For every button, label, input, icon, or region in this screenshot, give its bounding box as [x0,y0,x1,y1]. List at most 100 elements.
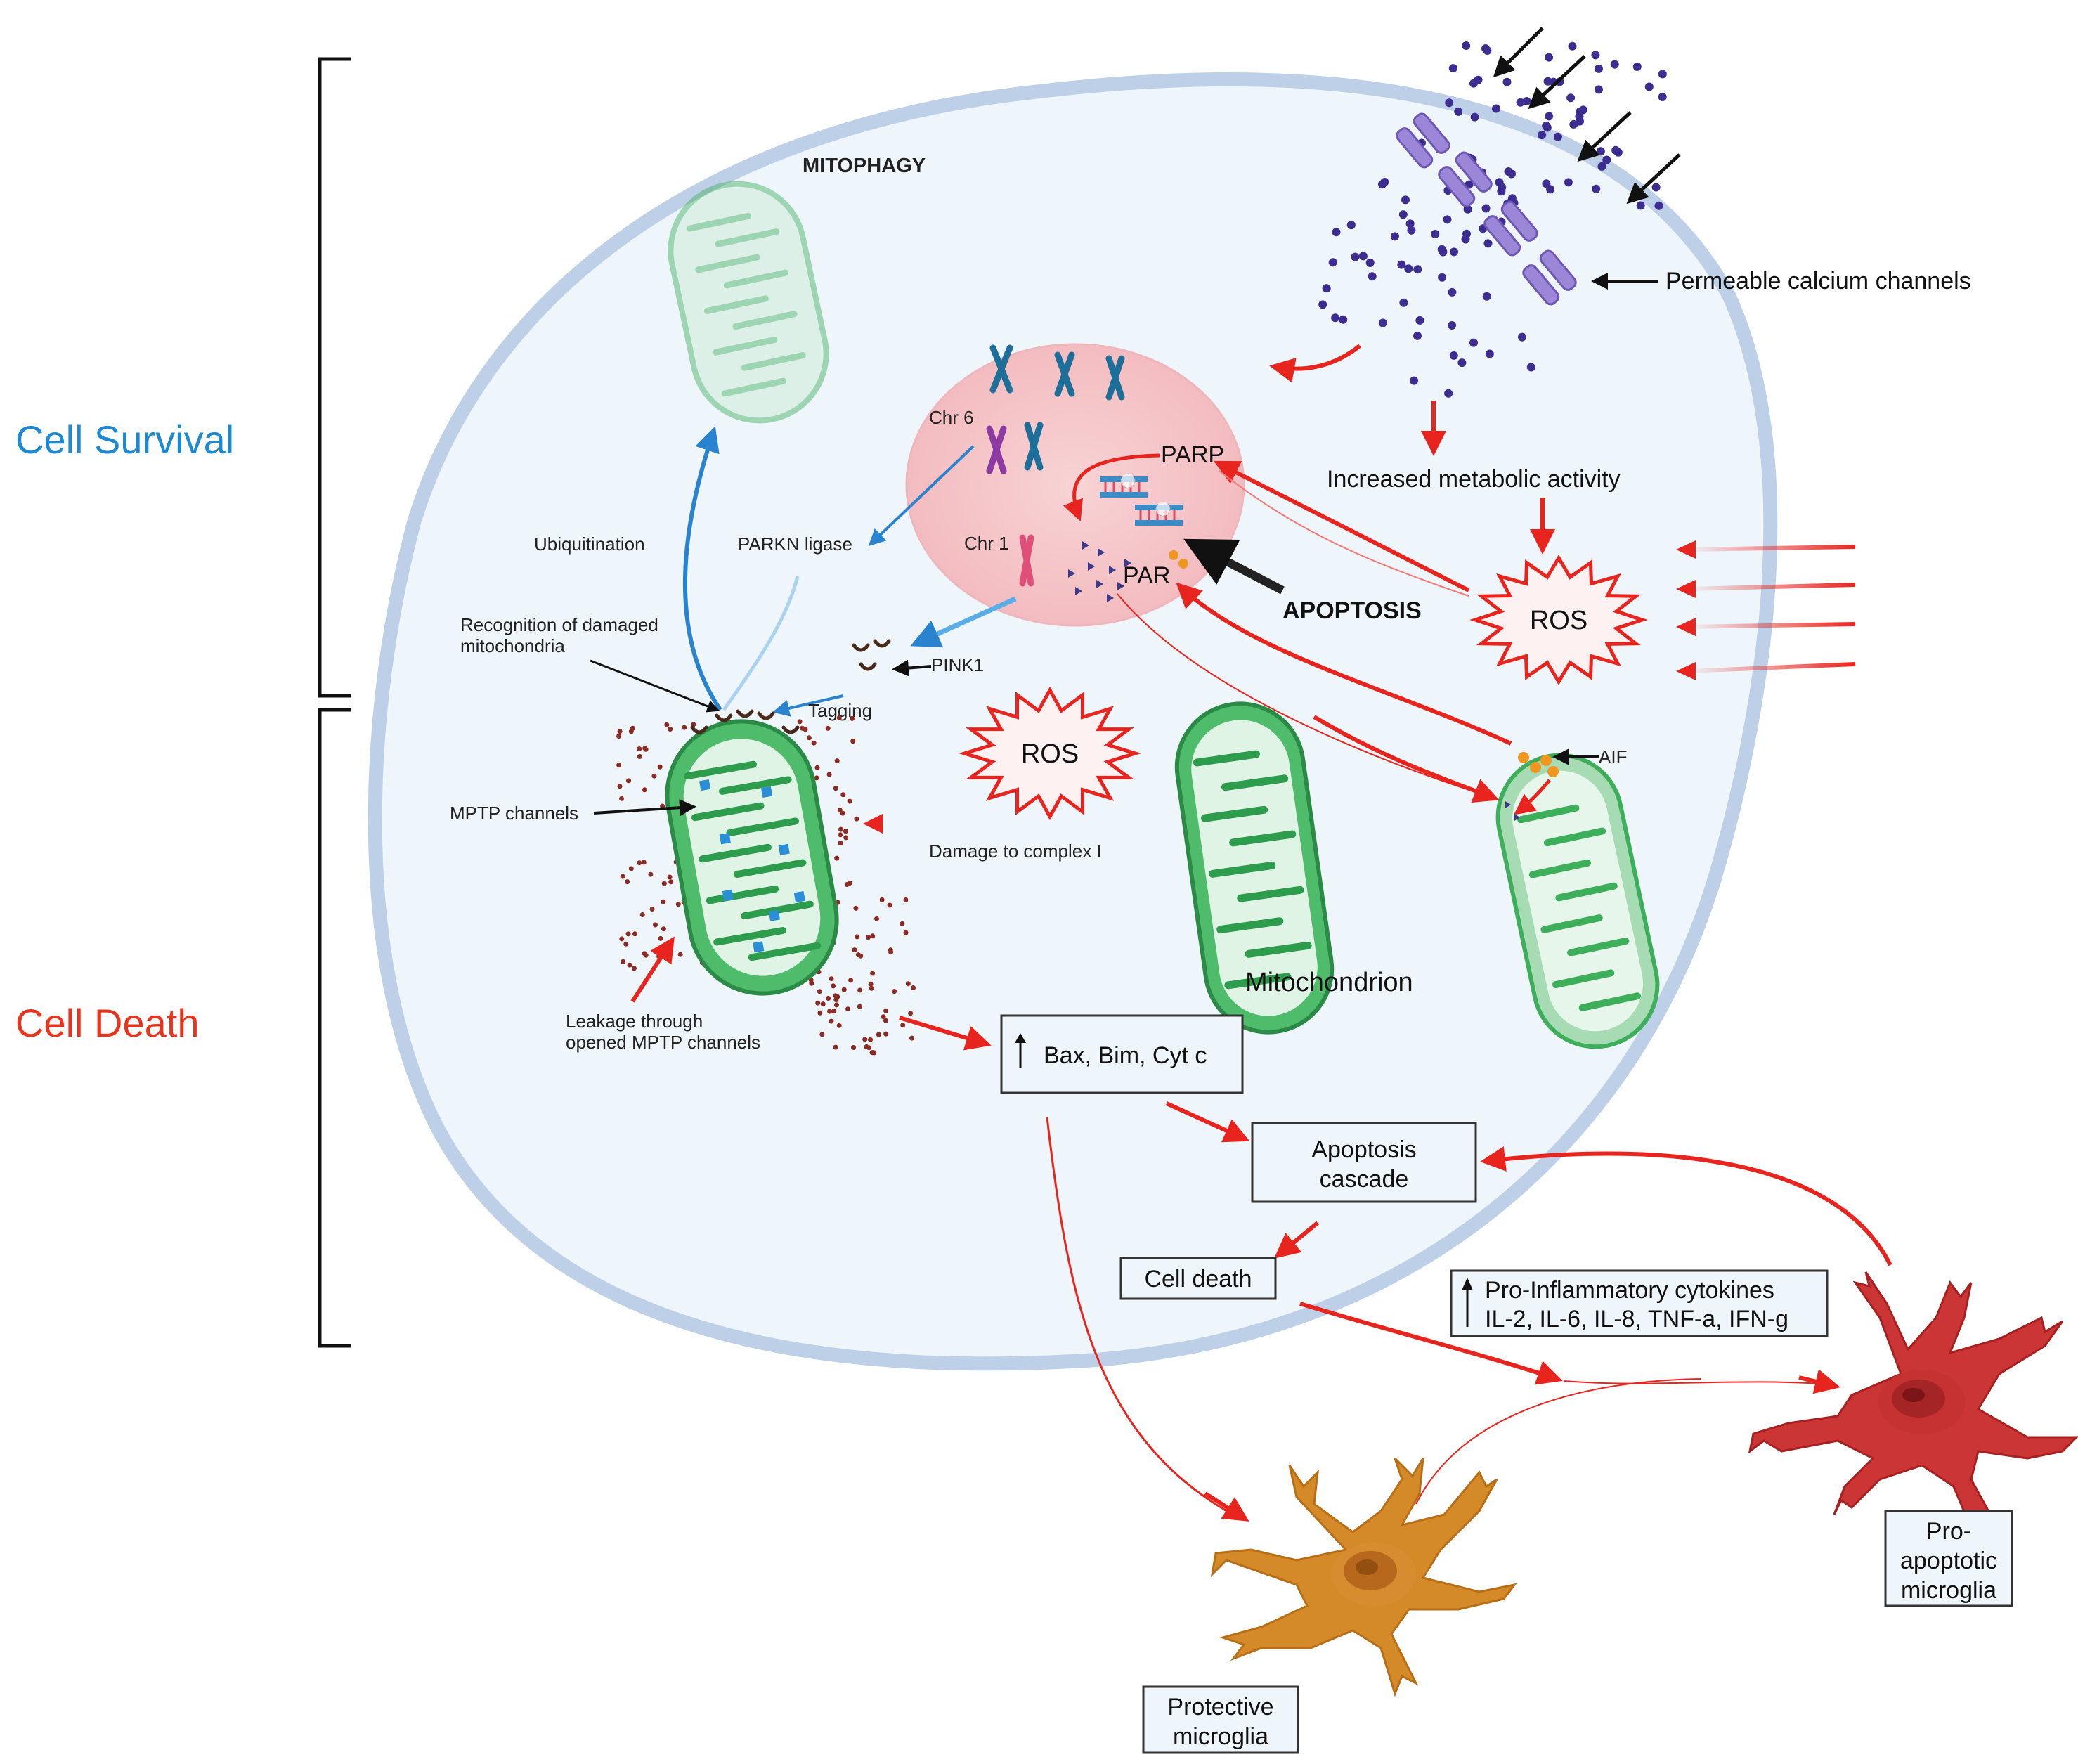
nucleus-to-mito-arrow [1117,593,1494,798]
chr1-label: Chr 1 [964,533,1009,554]
chr6-to-parkn-arrow [868,445,975,547]
leak-particle [632,931,637,937]
leak-particle [826,772,832,777]
leak-particle [838,841,843,846]
calcium-ion [1470,112,1479,122]
leak-particle [826,996,831,1001]
calcium-ion [1390,232,1399,241]
leak-particle [819,1032,825,1037]
apoptosis-label: APOPTOSIS [1282,597,1422,624]
calcium-ion [1378,318,1387,327]
bax-to-protective-arrow [1046,1117,1238,1518]
permeable-calcium-channels-label: Permeable calcium channels [1665,268,1971,294]
calcium-ion [1445,98,1454,108]
recognition-label-2: mitochondria [460,635,565,656]
ca-to-nucleus-arrow [1269,344,1361,383]
leak-particle [905,981,911,987]
leak-particle [848,978,854,983]
cell-death-label: Cell Death [15,1001,199,1045]
calcium-ion [1474,75,1483,84]
leak-particle [858,953,864,959]
leak-particle [866,1045,871,1051]
leak-particle [817,989,822,994]
calcium-ion [1405,219,1415,228]
external-ros-arrows [1686,545,1856,673]
calcium-ion [1632,62,1642,71]
cascade-label-2: cascade [1320,1166,1409,1193]
ubiquitination-arrow [682,426,722,711]
bax-box: Bax, Bim, Cyt c [1000,1014,1244,1094]
calcium-ion [1469,338,1478,347]
leak-particle [817,1010,823,1016]
leak-particle [841,987,847,992]
calcium-ion [1431,230,1440,238]
leak-particle [844,882,850,887]
leak-particle [845,1006,850,1012]
recognition-label-1: Recognition of damaged [460,614,658,635]
calcium-ion [1595,85,1603,94]
calcium-ions [1318,41,1667,398]
leak-particle [840,792,846,798]
bax-to-cascade-arrow [1165,1101,1250,1143]
leak-particle [838,832,843,838]
mitochondrion-label: Mitochondrion [1245,968,1413,997]
calcium-ion [1454,107,1463,116]
calcium-ion [1339,315,1348,324]
calcium-ion [1483,239,1493,248]
leak-particle [833,1002,839,1008]
leak-particle [643,952,649,958]
leak-particle [806,735,812,741]
leak-particle [626,778,631,784]
calcium-ion [1404,264,1413,273]
leak-particle [625,931,631,937]
calcium-ion [1568,41,1577,51]
microglia-icon [1210,1271,2078,1697]
survival-bracket [318,57,351,698]
leak-particle [814,765,820,770]
calcium-ion [1448,64,1457,73]
leak-particle [637,746,642,752]
leak-particle [639,912,645,917]
leak-particle [811,740,817,746]
increased-metabolic-label: Increased metabolic activity [1327,466,1621,493]
ros-to-parp-arrow [1213,460,1470,592]
leak-particle [843,835,849,841]
calcium-ion [1331,313,1340,323]
recognition-pointer [590,659,720,713]
leak-particle [641,860,647,865]
leak-particle [834,758,840,764]
calcium-ion [1546,185,1554,194]
calcium-ion [1351,252,1360,261]
leak-particle [820,1001,826,1007]
leak-particle [682,725,687,730]
calcium-ion [1491,104,1500,113]
calcium-ion [1636,201,1645,210]
leak-particle [814,775,819,781]
leak-particle [908,1011,914,1016]
pro-apoptotic-label-3: microglia [1901,1577,1996,1604]
calcium-ion [1526,363,1535,372]
cell-survival-label: Cell Survival [15,417,234,462]
calcium-ion [1332,228,1341,237]
leak-particle [903,930,909,935]
mptp-channels-label: MPTP channels [450,803,578,824]
leak-particle [909,1035,914,1041]
mitochondrion-icon [668,181,829,424]
chr6-label: Chr 6 [929,407,974,428]
calcium-ion [1542,122,1551,130]
leak-particle [887,902,892,908]
chr1-to-pink1-arrow [910,596,1017,648]
calcium-ion [1545,53,1554,62]
cascade-to-death-arrow [1274,1221,1319,1259]
mitophagy-label: MITOPHAGY [803,155,926,177]
leak-particle [625,879,630,885]
calcium-ion [1485,349,1494,358]
leak-particle [879,897,885,902]
calcium-ion [1439,247,1448,257]
leak-particle [648,871,654,877]
calcium-ion [1553,132,1562,141]
calcium-ion [1481,44,1490,53]
leak-particle [869,1050,875,1056]
leak-particle [836,1023,842,1028]
leak-particle [868,981,874,987]
